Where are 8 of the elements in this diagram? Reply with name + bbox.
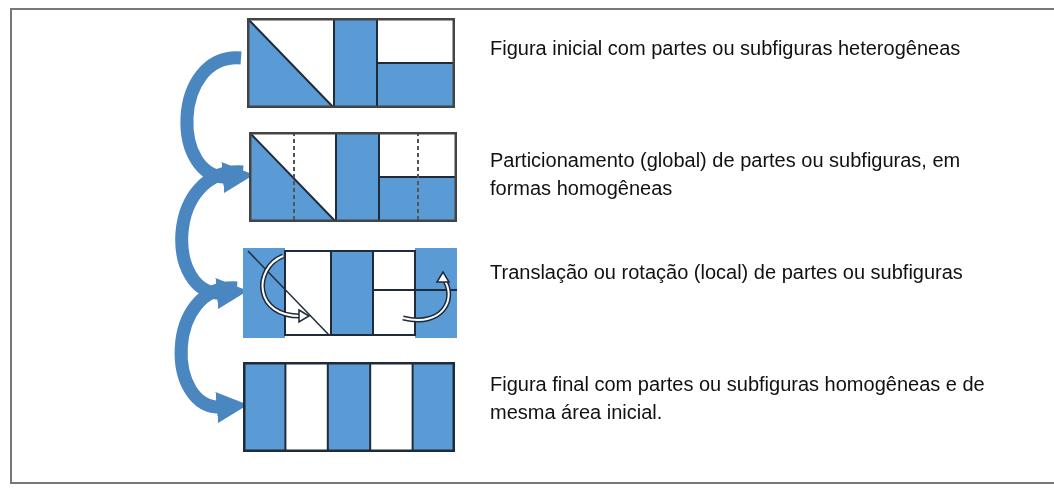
figure-drawing bbox=[247, 18, 455, 108]
step-description: Translação ou rotação (local) de partes ou subfiguras bbox=[490, 260, 964, 285]
step-description: Figura final com partes ou subfiguras homogêneas e de mesma área inicial. bbox=[490, 372, 986, 425]
step-description: Particionamento (global) de partes ou subfiguras, em formas homogêneas bbox=[490, 148, 962, 201]
figure-drawing bbox=[243, 248, 457, 338]
figure-drawing bbox=[243, 362, 455, 452]
figure-drawing bbox=[249, 132, 457, 222]
step-description: Figura inicial com partes ou subfiguras heterogêneas bbox=[490, 36, 962, 61]
